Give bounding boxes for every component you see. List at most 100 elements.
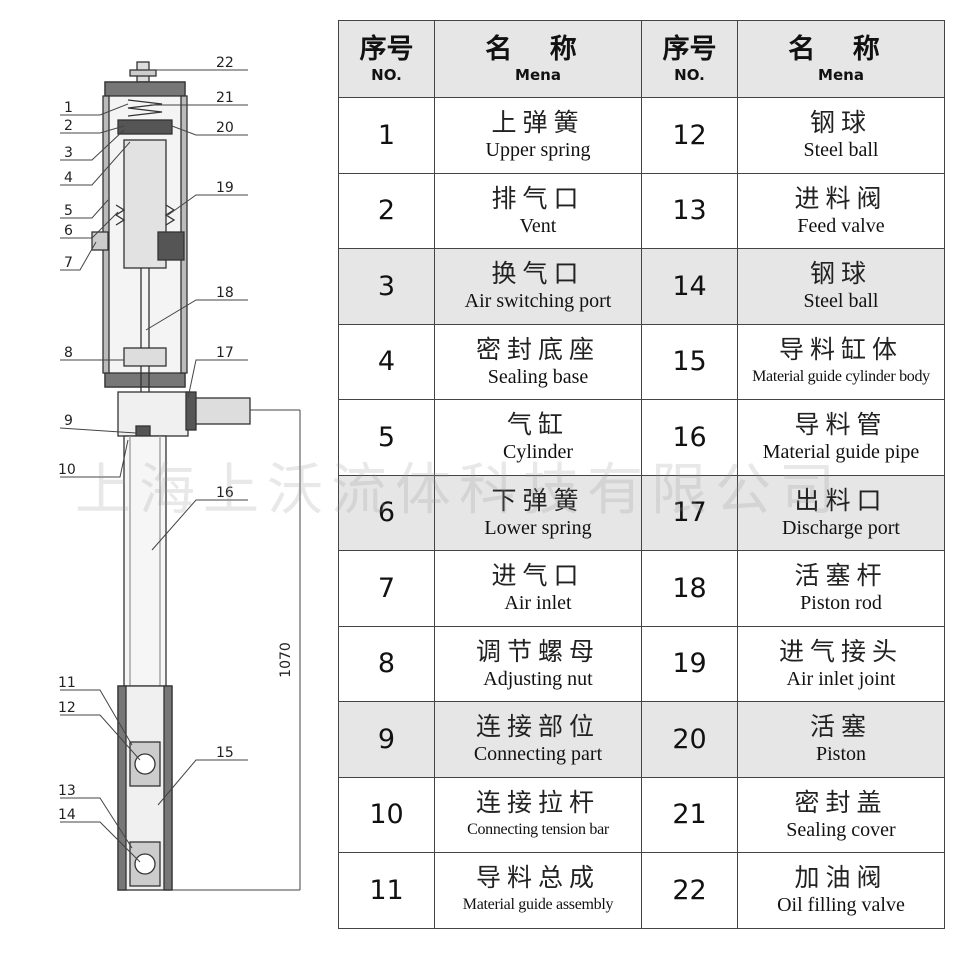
header-no-zh: 序号 bbox=[662, 34, 717, 65]
header-no-left: 序号 NO. bbox=[338, 20, 435, 98]
part-name-zh: 导料管 bbox=[794, 410, 888, 440]
part-number: 11 bbox=[338, 852, 435, 929]
part-number: 9 bbox=[338, 701, 435, 778]
callout-1: 1 bbox=[64, 100, 73, 116]
callout-2: 2 bbox=[64, 118, 73, 134]
part-name-en: Steel ball bbox=[803, 290, 879, 313]
part-number: 3 bbox=[338, 248, 435, 325]
part-name-en: Air switching port bbox=[464, 290, 612, 313]
part-name-zh: 换气口 bbox=[491, 259, 585, 289]
part-number: 21 bbox=[641, 776, 738, 853]
part-number: 7 bbox=[338, 550, 435, 627]
part-name-en: Lower spring bbox=[484, 516, 592, 539]
callout-4: 4 bbox=[64, 170, 73, 186]
callout-7: 7 bbox=[64, 255, 73, 271]
part-name-zh: 进气口 bbox=[491, 561, 585, 591]
part-number: 18 bbox=[641, 550, 738, 627]
callout-14: 14 bbox=[58, 807, 76, 823]
header-name-zh: 名 称 bbox=[788, 34, 894, 65]
header-name-zh: 名 称 bbox=[485, 34, 591, 65]
header-name-en: Mena bbox=[818, 66, 864, 84]
dimension-line bbox=[172, 409, 301, 891]
part-name-zh: 气缸 bbox=[506, 410, 569, 440]
header-name-right: 名 称 Mena bbox=[737, 20, 945, 98]
part-name-zh: 加油阀 bbox=[794, 863, 888, 893]
part-name-en: Air inlet bbox=[504, 592, 572, 615]
part-name-zh: 进气接头 bbox=[778, 636, 903, 666]
header-no-right: 序号 NO. bbox=[641, 20, 738, 98]
callout-6: 6 bbox=[64, 223, 73, 239]
part-name-zh: 下弹簧 bbox=[491, 485, 585, 515]
part-number: 13 bbox=[641, 172, 738, 249]
pump-drawing bbox=[91, 61, 251, 891]
part-name-en: Piston bbox=[815, 743, 867, 766]
callout-11: 11 bbox=[58, 675, 76, 691]
table-header: 序号 NO. 名 称 Mena 序号 NO. 名 称 Mena bbox=[338, 20, 945, 98]
callout-19: 19 bbox=[216, 180, 234, 196]
dimension-label: 1070 bbox=[278, 642, 294, 678]
part-number: 5 bbox=[338, 399, 435, 476]
part-name-en: Adjusting nut bbox=[483, 667, 593, 690]
pump-diagram: 1070 1 2 3 4 5 6 7 8 9 10 11 12 13 14 22 bbox=[58, 55, 301, 891]
callout-16: 16 bbox=[216, 485, 234, 501]
part-name-zh: 出料口 bbox=[794, 485, 888, 515]
callout-8: 8 bbox=[64, 345, 73, 361]
part-number: 10 bbox=[338, 776, 435, 853]
part-name-en: Oil filling valve bbox=[777, 894, 905, 917]
part-name-zh: 钢球 bbox=[809, 259, 872, 289]
part-name-zh: 进料阀 bbox=[794, 183, 888, 213]
part-name-zh: 密封盖 bbox=[794, 787, 888, 817]
part-name-zh: 活塞 bbox=[809, 712, 872, 742]
callout-15: 15 bbox=[216, 745, 234, 761]
part-name-en: Connecting tension bar bbox=[467, 820, 609, 838]
callout-leaders bbox=[59, 69, 248, 863]
header-name-en: Mena bbox=[515, 66, 561, 84]
part-name-zh: 连接部位 bbox=[475, 712, 600, 742]
header-no-en: NO. bbox=[674, 66, 705, 84]
part-name-en: Cylinder bbox=[503, 441, 573, 464]
part-number: 12 bbox=[641, 97, 738, 174]
part-number: 2 bbox=[338, 172, 435, 249]
part-name-zh: 钢球 bbox=[809, 108, 872, 138]
header-name-left: 名 称 Mena bbox=[434, 20, 642, 98]
part-number: 1 bbox=[338, 97, 435, 174]
callout-18: 18 bbox=[216, 285, 234, 301]
callout-21: 21 bbox=[216, 90, 234, 106]
part-name-zh: 调节螺母 bbox=[475, 636, 600, 666]
part-name-en: Connecting part bbox=[473, 743, 603, 766]
part-name-en: Material guide pipe bbox=[762, 441, 920, 464]
part-number: 17 bbox=[641, 474, 738, 551]
callout-9: 9 bbox=[64, 413, 73, 429]
